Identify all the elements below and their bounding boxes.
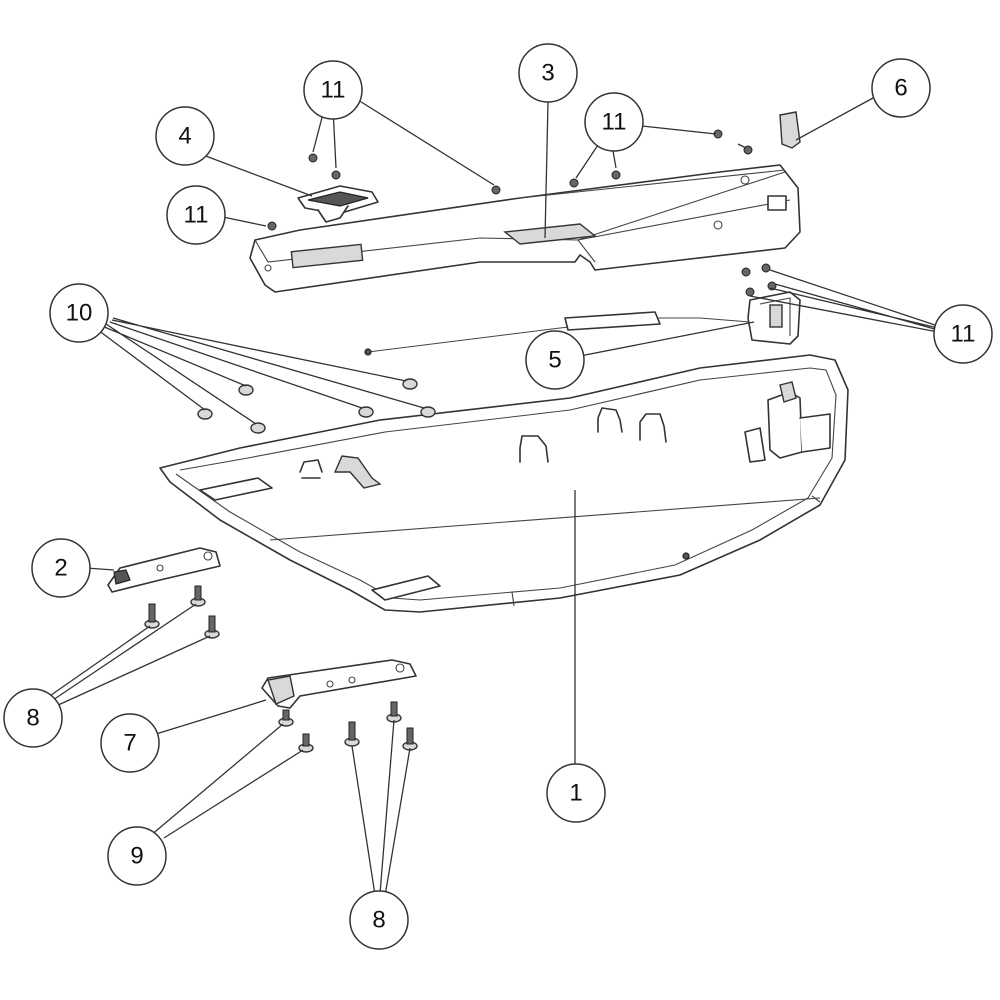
part-top-rail (249, 164, 801, 293)
bolt (386, 701, 402, 723)
callout-11-left: 11 (166, 185, 226, 245)
leader-lines (43, 97, 939, 897)
bolt (190, 585, 206, 607)
svg-text:8: 8 (26, 705, 39, 732)
bolt (278, 709, 294, 727)
svg-text:2: 2 (54, 555, 67, 582)
part-latch-bracket (297, 185, 379, 223)
callouts: 11 3 11 6 4 11 10 5 (3, 43, 993, 950)
part-small-hinge-arm (107, 547, 221, 593)
callout-7: 7 (100, 713, 160, 773)
svg-text:11: 11 (184, 202, 209, 229)
callout-8-left: 8 (3, 688, 63, 748)
svg-text:11: 11 (321, 77, 346, 104)
callout-11-upper-right: 11 (584, 92, 644, 152)
part-main-frame (159, 354, 849, 613)
svg-text:7: 7 (123, 730, 136, 757)
svg-text:10: 10 (66, 300, 93, 327)
callout-11-top: 11 (303, 60, 363, 120)
svg-text:3: 3 (541, 60, 554, 87)
svg-text:11: 11 (951, 321, 976, 348)
callout-9: 9 (107, 826, 167, 886)
callout-8-bottom: 8 (349, 890, 409, 950)
bolt (204, 615, 220, 639)
svg-text:5: 5 (548, 347, 561, 374)
bolt (298, 733, 314, 753)
callout-1: 1 (546, 763, 606, 823)
callout-4: 4 (155, 106, 215, 166)
callout-11-lower-right: 11 (933, 304, 993, 364)
callout-6: 6 (871, 58, 931, 118)
part-clip (779, 111, 801, 149)
callout-5: 5 (525, 330, 585, 390)
svg-text:11: 11 (602, 109, 627, 136)
bolt (144, 603, 160, 629)
part-large-hinge-arm (261, 659, 417, 709)
svg-text:1: 1 (569, 780, 582, 807)
bolt (402, 727, 418, 751)
svg-text:8: 8 (372, 907, 385, 934)
part-bolts (144, 585, 418, 753)
svg-text:6: 6 (894, 75, 907, 102)
callout-2: 2 (31, 538, 91, 598)
svg-text:9: 9 (130, 843, 143, 870)
bolt (344, 721, 360, 747)
callout-3: 3 (518, 43, 578, 103)
callout-10: 10 (49, 283, 109, 343)
svg-text:4: 4 (178, 123, 191, 150)
part-nuts (197, 378, 436, 434)
part-cable (364, 291, 801, 356)
